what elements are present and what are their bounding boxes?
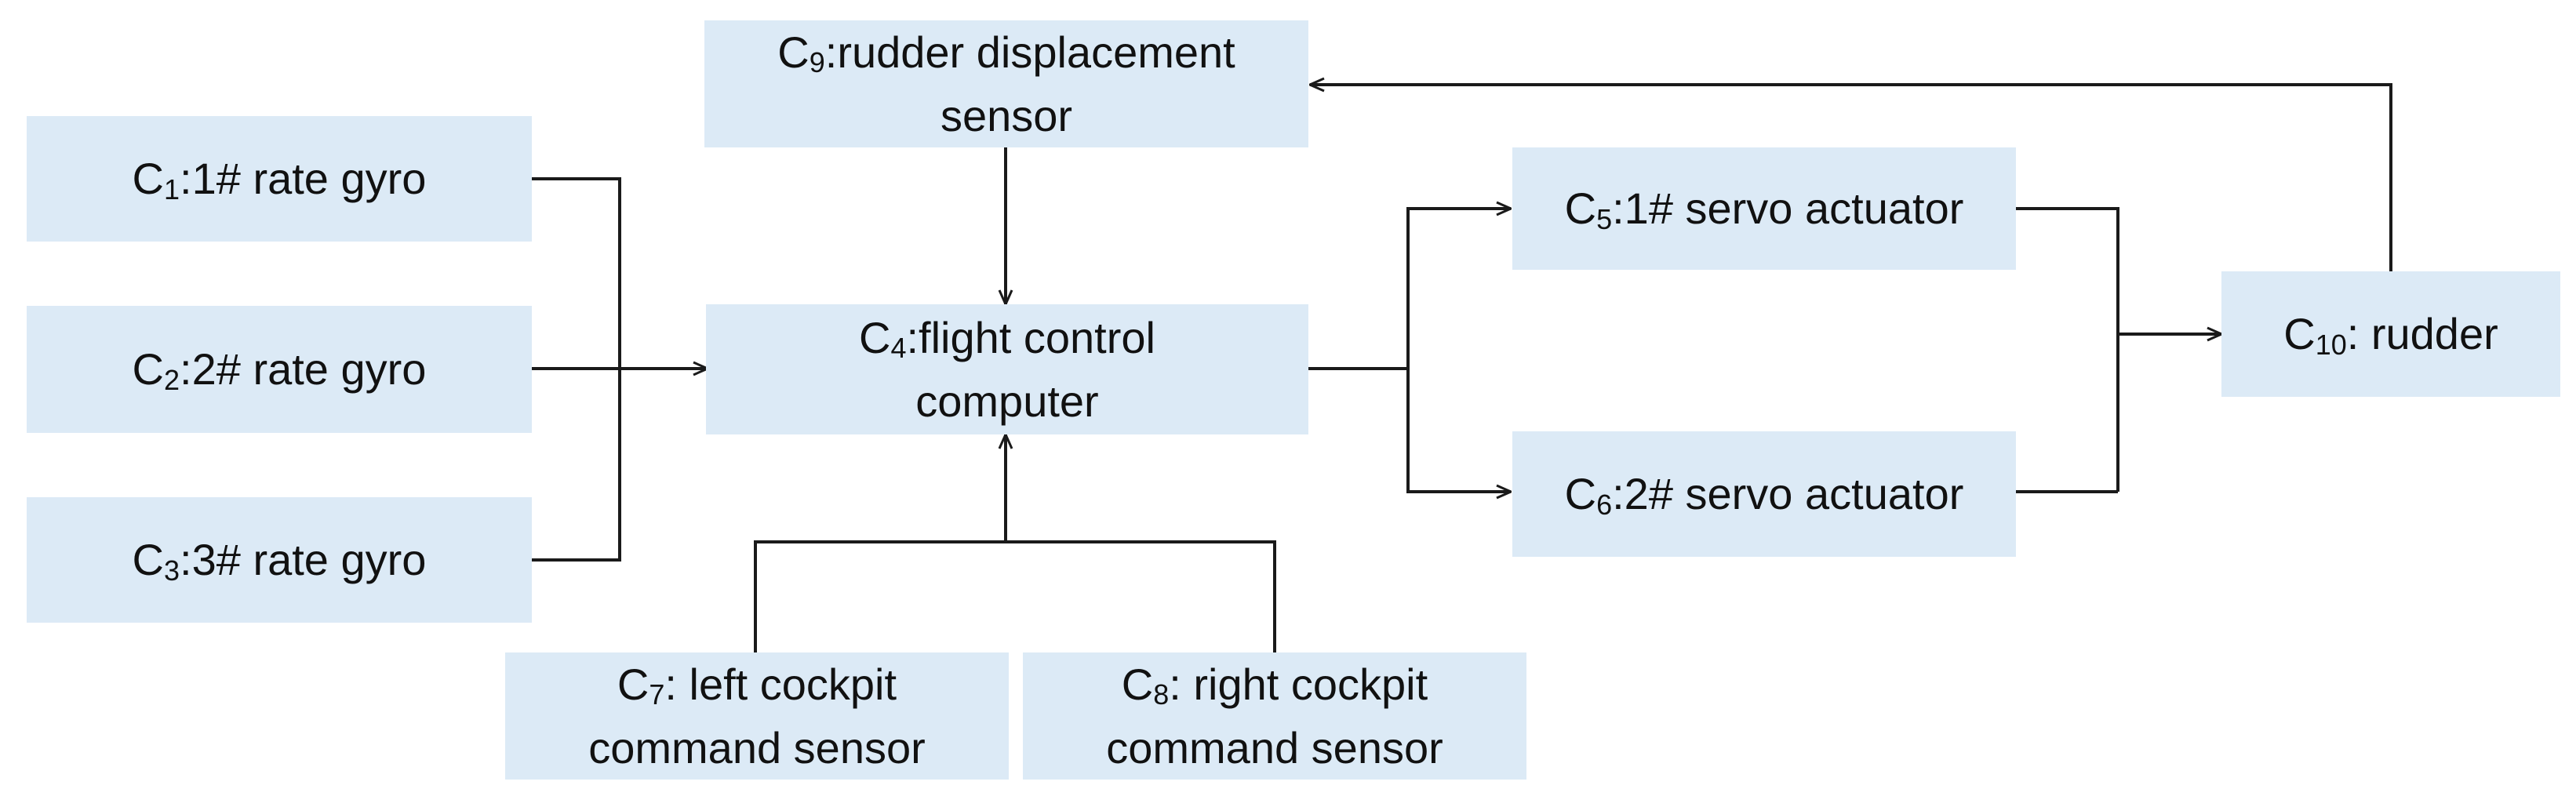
node-c10-rudder: C10: rudder bbox=[2221, 271, 2560, 397]
edge-c3-c4 bbox=[532, 369, 621, 562]
edge-c4-c6 bbox=[1406, 369, 1511, 492]
edge-c4-c5 bbox=[1406, 209, 1511, 492]
node-c2-rate-gyro-2: C2:2# rate gyro bbox=[27, 306, 532, 433]
node-c5-servo-actuator-1: C5:1# servo actuator bbox=[1512, 147, 2016, 270]
node-c1-rate-gyro-1: C1:1# rate gyro bbox=[27, 116, 532, 242]
edge-c1-c4 bbox=[532, 177, 621, 369]
node-c6-servo-actuator-2: C6:2# servo actuator bbox=[1512, 431, 2016, 557]
edge-c7-c4 bbox=[754, 540, 1276, 652]
edge-c5-c10 bbox=[2016, 207, 2119, 492]
node-c3-rate-gyro-3: C3:3# rate gyro bbox=[27, 497, 532, 623]
edge-c10-c9 bbox=[1310, 85, 2392, 271]
